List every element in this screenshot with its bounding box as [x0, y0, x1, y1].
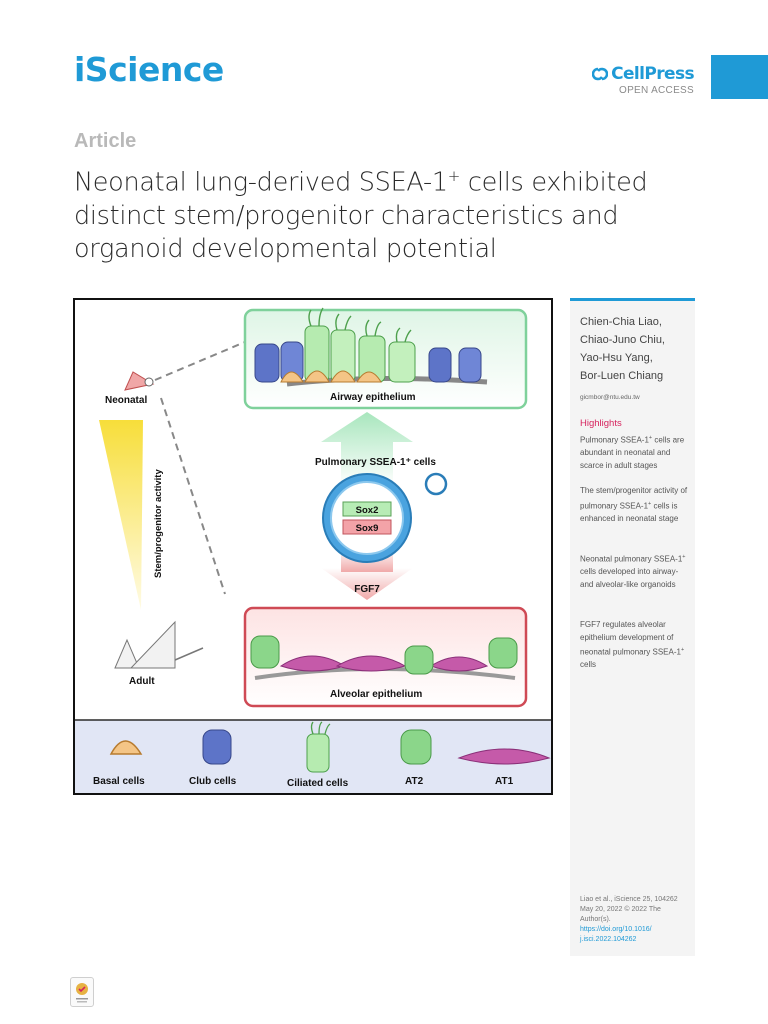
down-arrow: [321, 568, 413, 600]
highlight-item: Neonatal pulmonary SSEA-1+ cells develop…: [580, 554, 686, 589]
sox2-box: [342, 501, 392, 517]
highlight-item: Pulmonary SSEA-1+ cells are abundant in …: [580, 435, 685, 470]
highlight-item: FGF7 regulates alveolar epithelium devel…: [580, 620, 685, 670]
graphical-abstract: Neonatal Stem/progenitor activity Adult: [73, 298, 553, 795]
author-name[interactable]: Bor-Luen Chiang: [580, 370, 664, 382]
legend-basal-icon: [109, 740, 143, 755]
legend-club-icon: [202, 729, 232, 765]
alveolar-epithelium-box: [243, 606, 528, 708]
activity-gradient: [99, 420, 143, 610]
author-name[interactable]: Chiao-Juno Chiu,: [580, 334, 665, 346]
legend-club-label: Club cells: [189, 776, 237, 787]
check-for-updates-badge[interactable]: [70, 977, 94, 1007]
legend-at1-icon: [457, 748, 551, 765]
adult-label: Adult: [129, 676, 155, 687]
neonatal-lung-icon: [124, 371, 155, 391]
legend-basal-label: Basal cells: [93, 776, 145, 787]
legend-at2-icon: [400, 729, 432, 765]
citation: Liao et al., iScience 25, 104262 May 20,…: [580, 895, 692, 945]
publisher-logo: CellPress OPEN ACCESS: [590, 64, 695, 96]
author-name[interactable]: Yao-Hsu Yang,: [580, 352, 653, 364]
sox9-label: Sox9: [356, 523, 379, 534]
article-title: Neonatal lung-derived SSEA-1+ cells exhi…: [74, 160, 694, 266]
journal-logo: iScience: [74, 50, 224, 89]
neonatal-label: Neonatal: [105, 395, 147, 406]
article-sidebar: Chien-Chia Liao, Chiao-Juno Chiu, Yao-Hs…: [570, 298, 695, 956]
abstract-diagram: Neonatal Stem/progenitor activity Adult: [75, 307, 551, 793]
title-part1: Neonatal lung-derived SSEA-1: [74, 167, 448, 198]
publisher-name: CellPress: [611, 64, 694, 84]
pulmonary-cells-label: Pulmonary SSEA-1⁺ cells: [315, 457, 436, 468]
legend-ciliated-label: Ciliated cells: [287, 778, 349, 789]
highlight-item: The stem/progenitor activity of pulmonar…: [580, 486, 688, 523]
correspondence-email[interactable]: gicmbor@ntu.edu.tw: [580, 394, 640, 401]
activity-label: Stem/progenitor activity: [153, 469, 164, 578]
cellpress-icon: [592, 67, 609, 81]
corner-tab: [711, 55, 768, 99]
alveolar-epithelium-label: Alveolar epithelium: [330, 689, 422, 700]
sox2-label: Sox2: [356, 505, 379, 516]
alveolar-cells: [250, 635, 518, 680]
check-for-updates-icon: [76, 983, 88, 1003]
title-superscript: +: [447, 167, 461, 185]
highlights-heading: Highlights: [580, 418, 622, 429]
author-name[interactable]: Chien-Chia Liao,: [580, 316, 662, 328]
airway-epithelium-label: Airway epithelium: [330, 392, 416, 403]
fgf7-label: FGF7: [354, 584, 380, 595]
doi-link[interactable]: https://doi.org/10.1016/ j.isci.2022.104…: [580, 926, 652, 943]
airway-cells: [254, 307, 488, 387]
author-list: Chien-Chia Liao, Chiao-Juno Chiu, Yao-Hs…: [580, 313, 692, 385]
citation-text: Liao et al., iScience 25, 104262 May 20,…: [580, 896, 678, 923]
sox9-box: [342, 519, 392, 535]
legend-at2-label: AT2: [405, 776, 424, 787]
adult-lung-icon: [114, 620, 204, 669]
legend-at1-label: AT1: [495, 776, 514, 787]
article-type: Article: [74, 130, 137, 152]
legend-ciliated-icon: [306, 721, 331, 773]
ssea1-cell: [322, 472, 448, 563]
up-arrow: [321, 412, 413, 486]
title-part2: cells exhibited distinct stem/progenitor…: [74, 167, 648, 264]
open-access-label: OPEN ACCESS: [619, 85, 694, 96]
